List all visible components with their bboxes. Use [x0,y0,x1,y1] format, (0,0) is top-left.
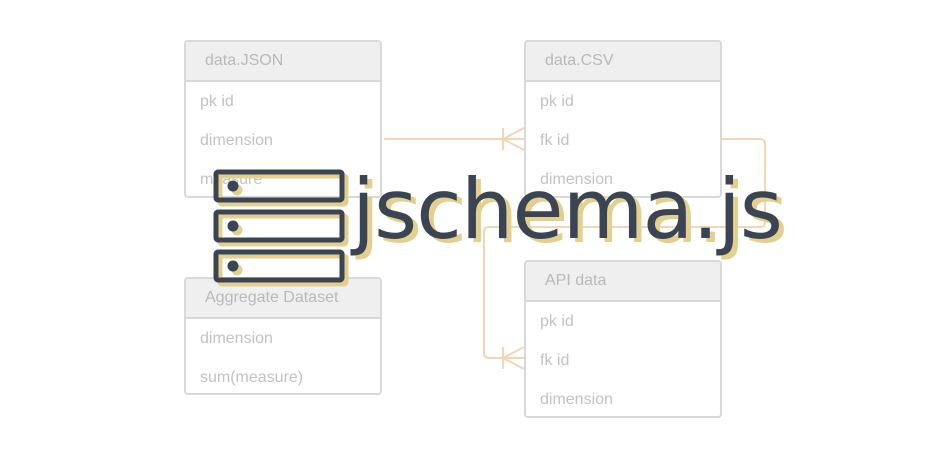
table-field: pk id [200,93,234,110]
logo-wordmark: jschema.js [352,161,783,258]
table-field: dimension [200,330,273,347]
table-field: pk id [540,93,574,110]
table-title: data.JSON [186,42,380,82]
logo-wordmark-shadow: jschema.js [357,165,788,262]
table-field: dimension [540,391,613,408]
table-field: fk id [540,132,570,149]
relation-csv-to-api [483,138,766,359]
table-field: pk id [540,313,574,330]
table-title: API data [526,262,720,302]
table-field: sum(measure) [200,369,304,386]
table-title: data.CSV [526,42,720,82]
crowfoot-csv-fk [502,127,525,151]
table-aggregate-dataset: Aggregate Dataset dimension sum(measure) [184,277,382,395]
table-field: fk id [540,352,570,369]
table-api-data: API data pk id fk id dimension [524,260,722,418]
crowfoot-api-fk [502,346,525,370]
table-field: dimension [540,171,613,188]
table-data-csv: data.CSV pk id fk id dimension [524,40,722,198]
table-field: dimension [200,132,273,149]
